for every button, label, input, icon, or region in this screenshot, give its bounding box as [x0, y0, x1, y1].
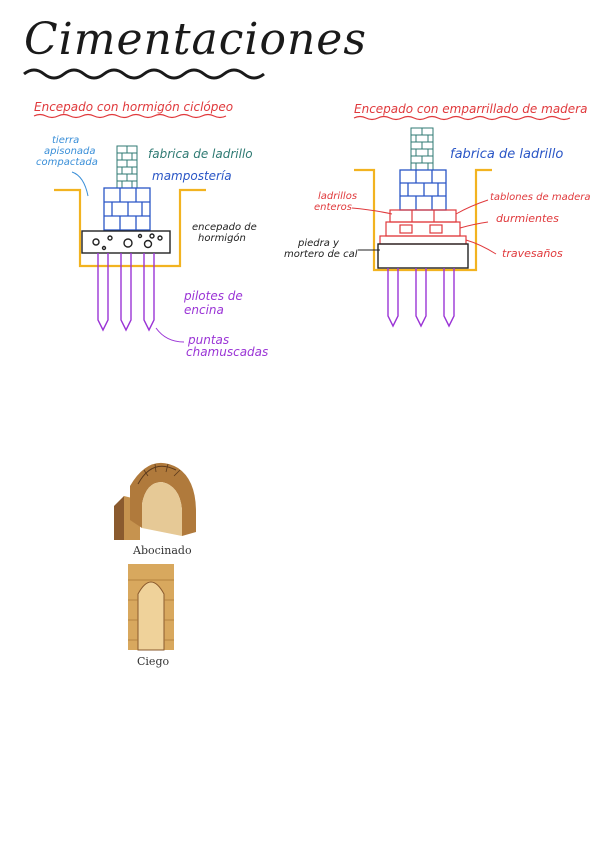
left-soil-leader: [71, 171, 89, 197]
right-label-bricks-2: enteros: [314, 202, 353, 213]
right-label-sleepers: durmientes: [496, 212, 559, 225]
right-heading-underline: [353, 115, 571, 121]
right-heading: Encepado con emparrillado de madera: [354, 102, 588, 116]
left-label-brick: fabrica de ladrillo: [148, 147, 253, 161]
page-title: Cimentaciones: [24, 14, 367, 65]
right-stone-bed: [377, 243, 469, 269]
right-label-stone-2: mortero de cal: [284, 249, 358, 260]
left-label-soil-3: compactada: [36, 157, 98, 168]
left-label-piles-2: encina: [184, 303, 224, 317]
right-label-beams: travesaños: [502, 247, 563, 260]
right-label-brick: fabrica de ladrillo: [450, 147, 564, 162]
arch-caption-abocinado: Abocinado: [133, 544, 192, 557]
left-label-tips-1: puntas: [188, 333, 230, 347]
left-ground-line: [54, 188, 206, 268]
right-beams-leader: [465, 239, 497, 255]
right-piles: [387, 268, 455, 328]
left-label-soil-1: tierra: [52, 135, 80, 146]
right-timber-grid: [379, 209, 467, 245]
left-heading-underline: [33, 113, 227, 119]
right-sleepers-leader: [459, 221, 489, 229]
right-ground-line: [354, 168, 492, 272]
left-label-tips-2: chamuscadas: [186, 345, 269, 359]
left-label-masonry: mampostería: [152, 169, 232, 183]
left-label-cap-1: encepado de: [192, 222, 257, 233]
right-masonry: [399, 169, 447, 211]
arch-abocinado-image: [110, 454, 206, 540]
right-label-bricks-1: ladrillos: [318, 191, 358, 202]
right-bricks-leader: [351, 207, 393, 215]
right-brick-column: [410, 127, 434, 171]
right-label-planks: tablones de madera: [490, 192, 591, 203]
left-masonry: [103, 187, 151, 231]
left-label-piles-1: pilotes de: [184, 289, 243, 303]
right-label-stone-1: piedra y: [298, 238, 339, 249]
left-concrete-cap: [81, 230, 171, 254]
left-label-soil-2: apisonada: [44, 146, 96, 157]
left-tips-leader: [155, 327, 185, 343]
left-label-cap-2: hormigón: [198, 233, 246, 244]
left-brick-column: [116, 145, 138, 189]
left-heading: Encepado con hormigón ciclópeo: [34, 100, 234, 114]
arch-caption-ciego: Ciego: [137, 655, 170, 668]
title-wave: [23, 68, 265, 80]
arch-ciego-image: [128, 564, 174, 651]
right-planks-leader: [455, 199, 489, 215]
left-piles: [97, 253, 155, 332]
